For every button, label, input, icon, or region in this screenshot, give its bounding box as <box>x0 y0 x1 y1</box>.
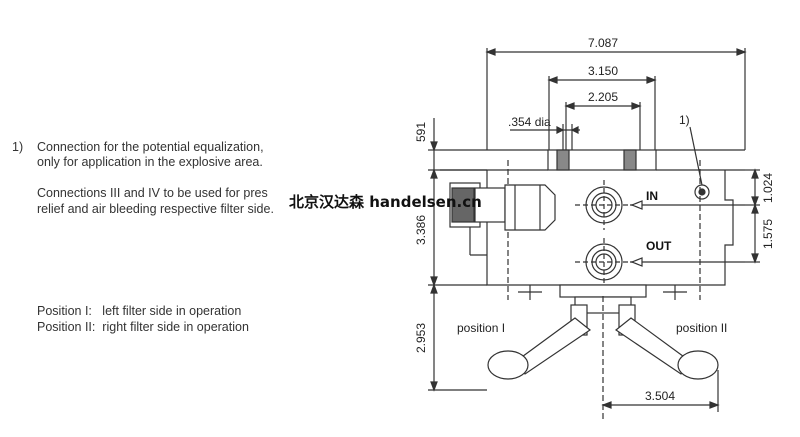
dim-3150-label: 3.150 <box>588 64 618 78</box>
changeover-lever <box>487 296 719 420</box>
dim-left <box>428 118 487 392</box>
out-label: OUT <box>646 239 672 253</box>
dim-1575-label: 1.575 <box>761 219 775 249</box>
ground-terminal <box>689 126 710 200</box>
position-i-label: position I <box>457 321 505 335</box>
callout-label: 1) <box>679 113 690 127</box>
note-2-line-1: Connections III and IV to be used for pr… <box>37 186 268 200</box>
top-flange <box>440 149 745 171</box>
dim-354-label: .354 dia <box>508 115 551 129</box>
dim-2205 <box>564 102 642 150</box>
position-1-note: Position I: left filter side in operatio… <box>37 304 242 318</box>
dim-2953-label: 2.953 <box>414 323 428 353</box>
dim-3504-label: 3.504 <box>645 389 675 403</box>
relief-fitting <box>449 182 556 231</box>
dim-2205-label: 2.205 <box>588 90 618 104</box>
note-2-line-2: relief and air bleeding respective filte… <box>37 202 274 216</box>
dim-354-dia <box>510 124 580 150</box>
base-plate <box>518 284 687 314</box>
position-2-note: Position II: right filter side in operat… <box>37 320 249 334</box>
out-port <box>575 238 745 290</box>
dim-7087 <box>485 48 747 150</box>
dim-3386-label: 3.386 <box>414 215 428 245</box>
dim-3504 <box>601 370 720 412</box>
dim-7087-label: 7.087 <box>588 36 618 50</box>
dim-3150 <box>547 76 657 150</box>
dim-591-label: 591 <box>414 122 428 142</box>
note-1-line-1: Connection for the potential equalizatio… <box>37 140 264 154</box>
in-label: IN <box>646 189 658 203</box>
dim-1024-label: 1.024 <box>761 173 775 203</box>
dim-right <box>745 168 760 264</box>
position-ii-label: position II <box>676 321 727 335</box>
note-1-line-2: only for application in the explosive ar… <box>37 155 263 169</box>
in-port <box>575 180 745 230</box>
note-1-number: 1) <box>12 140 24 154</box>
watermark-text: 北京汉达森 handelsen.cn <box>289 193 482 211</box>
